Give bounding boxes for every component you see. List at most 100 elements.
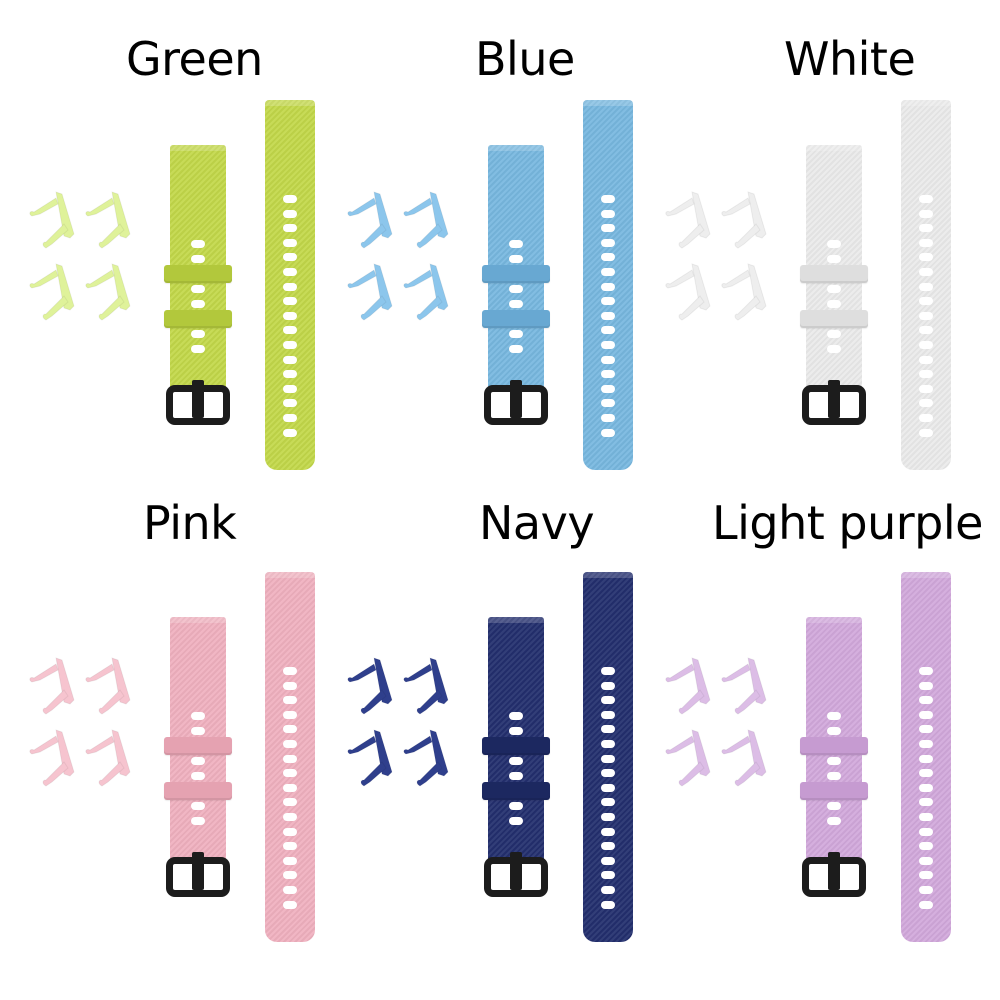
strap-hole [919,900,933,909]
strap-hole [919,428,933,437]
strap-hole [601,842,615,851]
connector-adapter-icon [344,190,396,252]
strap-hole [283,370,297,379]
variant-blue: Blue [318,0,651,480]
strap-hole [283,384,297,393]
strap-hole [919,769,933,778]
strap-hole [191,240,205,248]
buckle-tongue [828,380,840,418]
buckle-icon [166,852,230,897]
strap-hole [191,330,205,338]
strap-hole [919,370,933,379]
long-strap [265,572,315,942]
strap-hole [919,783,933,792]
strap-hole [827,330,841,338]
strap-hole [283,754,297,763]
long-strap [901,100,951,470]
strap-hole [827,345,841,353]
strap-hole [509,757,523,765]
strap-hole [283,326,297,335]
strap-hole [283,798,297,807]
strap-keeper-loop [800,265,868,283]
strap-hole [601,754,615,763]
strap-hole [827,802,841,810]
connector-adapter-icon [662,190,714,252]
strap-hole [601,414,615,422]
strap-hole [509,330,523,338]
variant-label: Navy [479,496,595,550]
strap-hole [283,783,297,792]
buckle-tongue [828,852,840,890]
strap-hole [919,842,933,851]
strap-hole [919,238,933,247]
strap-hole [601,238,615,247]
strap-keeper-loop [800,310,868,328]
strap-hole [509,712,523,720]
strap-hole [827,255,841,263]
strap-hole [601,268,615,276]
strap-keeper-loop [164,737,232,755]
strap-hole [919,871,933,880]
connector-adapter-icon [662,728,714,790]
strap-hole [191,300,205,308]
strap-hole [601,282,615,291]
strap-hole [919,827,933,836]
strap-hole [283,667,297,675]
connector-adapter-icon [344,656,396,718]
strap-hole [191,817,205,825]
strap-hole [283,681,297,690]
strap-hole [601,428,615,437]
strap-hole [283,341,297,349]
strap-hole [283,696,297,705]
strap-hole [283,842,297,851]
strap-hole [283,209,297,218]
connector-adapter-icon [718,262,770,324]
strap-hole [919,710,933,719]
strap-hole [827,240,841,248]
strap-hole [601,813,615,821]
strap-hole [601,886,615,894]
buckle-icon [802,852,866,897]
buckle-tongue [510,852,522,890]
strap-hole [509,255,523,263]
strap-hole [283,769,297,778]
strap-hole [919,326,933,335]
strap-hole [191,712,205,720]
connector-adapter-icon [400,190,452,252]
connector-adapter-icon [400,728,452,790]
strap-hole [283,311,297,320]
strap-keeper-loop [482,737,550,755]
buckle-tongue [510,380,522,418]
buckle-icon [166,380,230,425]
strap-hole [509,817,523,825]
connector-adapter-icon [718,190,770,252]
buckle-tongue [192,852,204,890]
variant-label: Blue [475,32,575,86]
strap-hole [283,827,297,836]
strap-hole [601,900,615,909]
strap-hole [919,268,933,276]
strap-hole [283,297,297,306]
connector-adapter-icon [26,728,78,790]
variant-label: Light purple [712,496,983,550]
strap-hole [601,209,615,218]
strap-hole [601,224,615,233]
variant-label: Green [126,32,263,86]
strap-hole [283,414,297,422]
strap-hole [919,798,933,807]
variant-green: Green [0,0,333,480]
strap-hole [601,253,615,262]
strap-hole [191,727,205,735]
strap-hole [509,345,523,353]
strap-hole [601,769,615,778]
strap-hole [601,725,615,734]
strap-hole [191,757,205,765]
buckle-icon [484,380,548,425]
long-strap [265,100,315,470]
strap-keeper-loop [164,782,232,800]
strap-hole [919,297,933,306]
strap-hole [601,856,615,865]
strap-hole [283,710,297,719]
strap-keeper-loop [482,265,550,283]
strap-hole [919,224,933,233]
